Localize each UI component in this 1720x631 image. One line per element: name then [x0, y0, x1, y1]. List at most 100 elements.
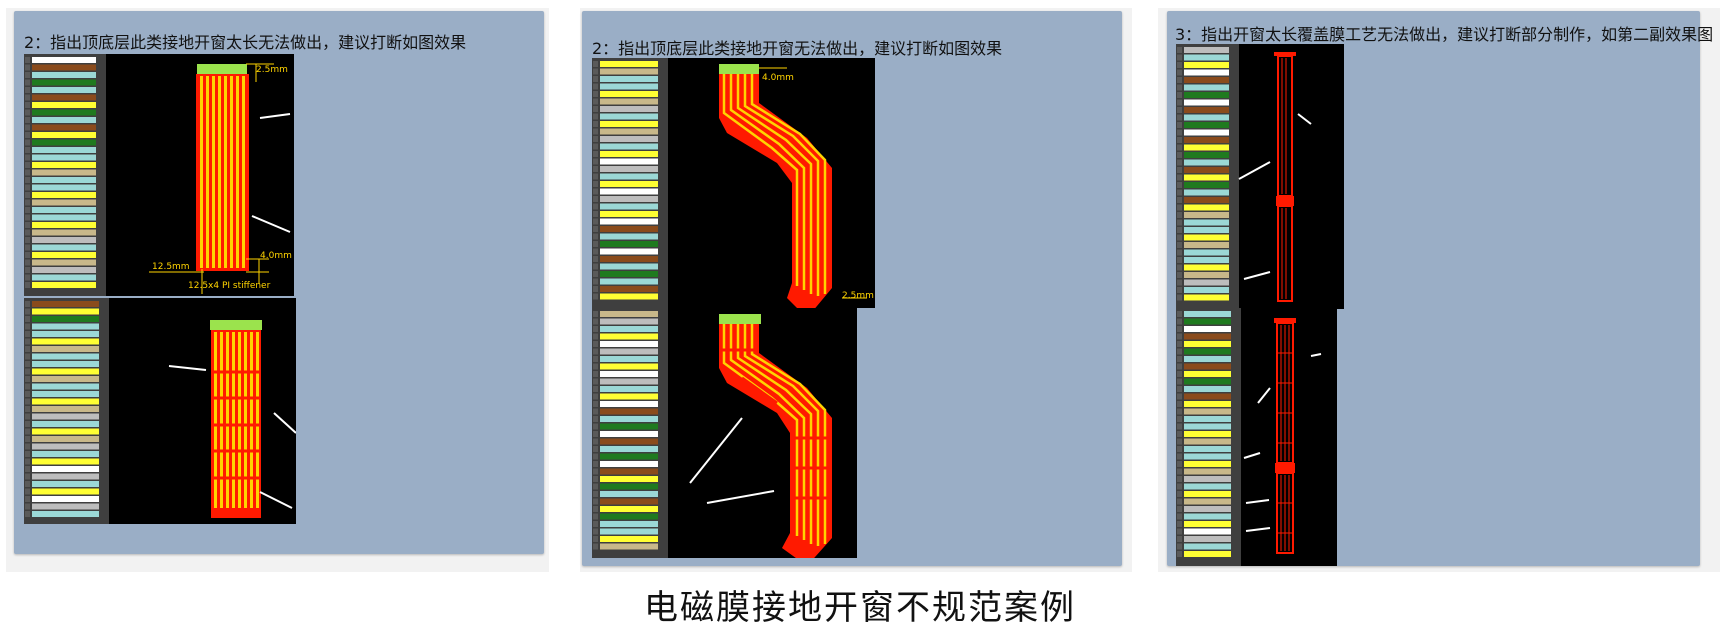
layer-list-graphic [593, 311, 658, 550]
layer-row-toggle [593, 311, 598, 317]
layer-row-toggle [1177, 152, 1182, 158]
layer-row-toggle [1177, 114, 1182, 121]
layer-row [600, 121, 658, 127]
layer-row [32, 413, 99, 420]
layer-row-toggle [25, 376, 30, 382]
layer-row-toggle [1177, 122, 1182, 128]
layer-row [32, 267, 96, 273]
layer-row-toggle [1177, 129, 1182, 136]
flex-board-graphic-1a: 2.5mm 4.0mm 12.5mm 12.5x4 PI stiffener [149, 63, 292, 294]
layer-row-toggle [593, 83, 598, 90]
layer-row [600, 371, 658, 377]
layer-row-toggle [1177, 423, 1182, 430]
layer-row-toggle [1177, 476, 1182, 482]
layer-list-graphic [25, 301, 99, 517]
layer-row [32, 308, 99, 315]
layer-row-toggle [25, 237, 30, 243]
layer-row-toggle [25, 214, 30, 221]
layer-row [32, 331, 99, 337]
layer-row [32, 428, 99, 435]
layer-row [32, 274, 96, 281]
flex-board-graphic-3b [1243, 318, 1322, 554]
layer-row [1184, 47, 1229, 53]
flex-board-graphic-2b [689, 314, 832, 558]
layer-row [600, 113, 658, 120]
layer-row-toggle [25, 436, 30, 442]
flex-board-graphic-2a: 4.0mm 2.5mm [719, 64, 874, 308]
layer-row-toggle [593, 506, 598, 512]
layer-row [600, 386, 658, 392]
layer-row-toggle [593, 196, 598, 202]
layer-row-toggle [593, 371, 598, 377]
layer-row-toggle [1177, 386, 1182, 392]
layer-row-toggle [25, 94, 30, 101]
cad-screenshot-2b [592, 308, 857, 558]
layer-row [1184, 363, 1231, 370]
layer-row-toggle [25, 473, 30, 480]
layer-row [1184, 393, 1231, 400]
layer-row [32, 481, 99, 487]
layer-row [1184, 476, 1231, 482]
layer-row-toggle [25, 353, 30, 360]
layer-row [600, 356, 658, 362]
layer-row [32, 199, 96, 206]
layer-row [600, 468, 658, 475]
layer-row [600, 196, 658, 202]
layer-row [32, 124, 96, 131]
layer-row-toggle [1177, 84, 1182, 91]
layer-row [600, 453, 658, 460]
layer-row [32, 87, 96, 93]
layer-row-toggle [1177, 416, 1182, 422]
layer-row [600, 348, 658, 355]
layer-list-panel [592, 58, 668, 308]
layer-row [1184, 528, 1231, 535]
layer-row-toggle [1177, 219, 1182, 226]
layer-row-toggle [593, 528, 598, 535]
layer-row-toggle [1177, 461, 1182, 467]
layer-row-toggle [593, 263, 598, 270]
layer-row [600, 461, 658, 467]
layer-row [32, 282, 96, 288]
layer-row [1184, 326, 1231, 332]
layer-row-toggle [25, 132, 30, 138]
layer-row [32, 503, 99, 510]
layer-row [600, 136, 658, 142]
example-panel-1: 2：指出顶底层此类接地开窗太长无法做出，建议打断如图效果 [14, 11, 544, 554]
layer-row [1184, 212, 1229, 218]
layer-row-toggle [25, 503, 30, 510]
layer-row-toggle [25, 331, 30, 337]
layer-row-toggle [593, 143, 598, 150]
layer-row-toggle [1177, 287, 1182, 293]
layer-row [1184, 506, 1231, 512]
layer-row [600, 326, 658, 332]
layer-row-toggle [25, 481, 30, 487]
layer-row [1184, 551, 1231, 557]
layer-row-toggle [593, 521, 598, 527]
layer-row-toggle [25, 496, 30, 502]
layer-row [1184, 227, 1229, 233]
layer-row [32, 458, 99, 465]
layer-row [600, 211, 658, 217]
layer-row-toggle [593, 248, 598, 255]
layer-row-toggle [1177, 249, 1182, 256]
svg-text:4.0mm: 4.0mm [260, 251, 292, 261]
layer-row [1184, 318, 1231, 325]
layer-row-toggle [25, 177, 30, 183]
layer-row [1184, 423, 1231, 430]
layer-row [1184, 62, 1229, 68]
layer-row [1184, 144, 1229, 151]
layer-row-toggle [25, 192, 30, 198]
layer-row-toggle [593, 128, 598, 135]
layer-row-toggle [593, 68, 598, 75]
layer-row-toggle [1177, 371, 1182, 377]
layer-row-toggle [25, 184, 30, 191]
panel-1-title: 2：指出顶底层此类接地开窗太长无法做出，建议打断如图效果 [24, 33, 467, 52]
cad-screenshot-1b [24, 298, 296, 524]
layer-row-toggle [25, 154, 30, 161]
layer-row-toggle [593, 136, 598, 142]
layer-row [1184, 543, 1231, 550]
layer-row-toggle [1177, 242, 1182, 248]
layer-row-toggle [593, 218, 598, 225]
layer-row [600, 401, 658, 407]
layer-row [600, 536, 658, 542]
